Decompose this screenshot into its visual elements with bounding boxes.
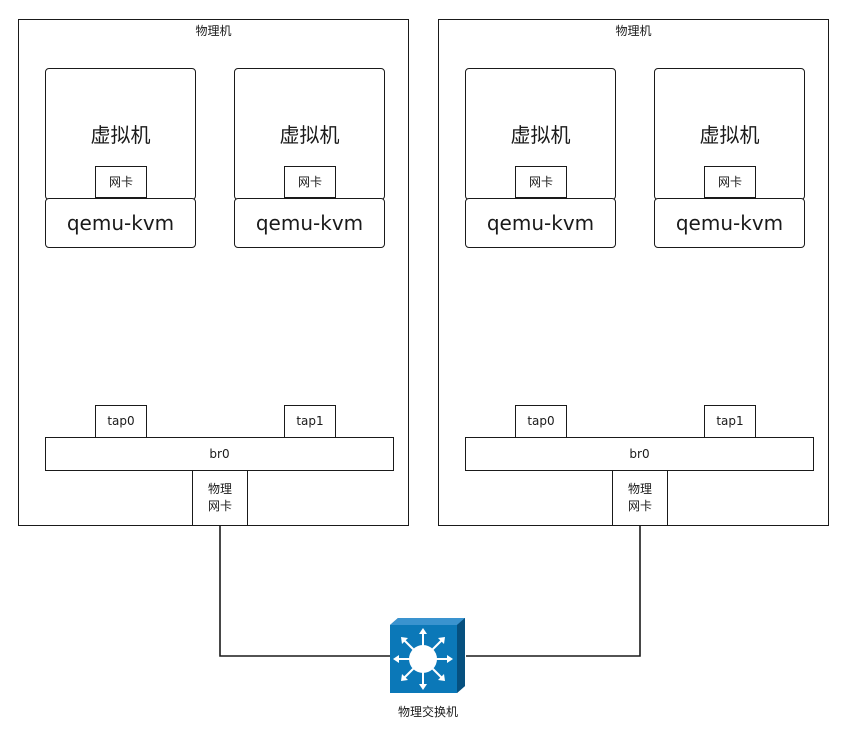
tap-device: tap1 [284, 405, 336, 438]
network-switch-icon [390, 618, 465, 693]
vm-label: 虚拟机 [90, 123, 151, 147]
qemu-kvm-process: qemu-kvm [465, 198, 616, 248]
physical-nic: 物理 网卡 [612, 470, 668, 526]
physical-nic: 物理 网卡 [192, 470, 248, 526]
host-label: 物理机 [195, 24, 232, 38]
wire-host2-switch [466, 525, 641, 657]
qemu-kvm-process: qemu-kvm [234, 198, 385, 248]
vm-nic: 网卡 [284, 166, 336, 198]
vm-label: 虚拟机 [510, 123, 571, 147]
qemu-kvm-process: qemu-kvm [45, 198, 196, 248]
switch-label: 物理交换机 [397, 705, 458, 719]
tap-device: tap0 [95, 405, 147, 438]
bridge-br0: br0 [45, 437, 394, 471]
vm-nic: 网卡 [704, 166, 756, 198]
vm-label: 虚拟机 [279, 123, 340, 147]
qemu-kvm-process: qemu-kvm [654, 198, 805, 248]
wire-host1-switch [219, 525, 390, 657]
host-label: 物理机 [615, 24, 652, 38]
bridge-br0: br0 [465, 437, 814, 471]
vm-nic: 网卡 [95, 166, 147, 198]
vm-nic: 网卡 [515, 166, 567, 198]
tap-device: tap1 [704, 405, 756, 438]
vm-label: 虚拟机 [699, 123, 760, 147]
tap-device: tap0 [515, 405, 567, 438]
